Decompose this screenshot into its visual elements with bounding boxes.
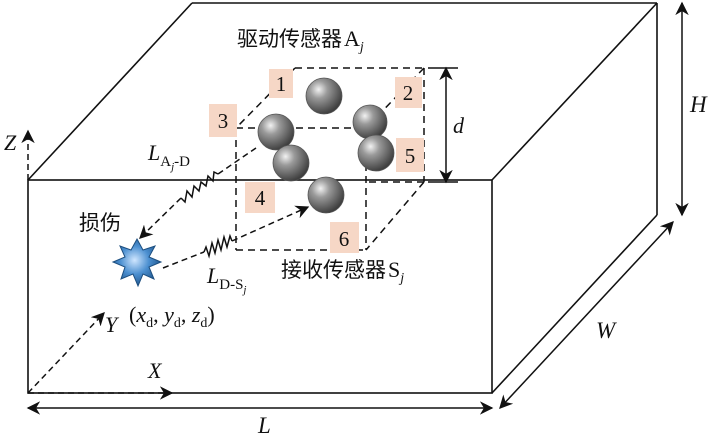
sensor-number-2: 2	[395, 77, 422, 108]
svg-text:5: 5	[405, 144, 416, 168]
plate-bottom-right-edge	[491, 214, 658, 394]
sensor-number-4: 4	[245, 182, 275, 213]
sensor-spheres	[257, 77, 395, 214]
plate-front-face	[27, 179, 493, 394]
svg-text:1: 1	[276, 72, 287, 96]
wave-path-damage-to-receiver	[162, 205, 310, 269]
damage-label: 损伤	[79, 211, 121, 235]
sensor-sphere	[352, 104, 388, 140]
x-axis-label: X	[147, 358, 163, 383]
sensor-sphere	[305, 77, 343, 115]
y-axis-label: Y	[105, 312, 120, 337]
height-label: H	[689, 92, 708, 117]
svg-text:6: 6	[339, 227, 350, 251]
sensor-number-3: 3	[209, 104, 237, 137]
y-axis-arrow	[27, 312, 105, 394]
plate-top-right-edge	[491, 2, 658, 181]
svg-text:4: 4	[255, 186, 266, 210]
damage-coordinates: (xd, yd, zd)	[129, 302, 215, 331]
damage-star-icon	[111, 237, 163, 288]
dimension-arrows	[26, 1, 689, 415]
path-ad-label: LAj-D	[147, 140, 190, 173]
z-axis-label: Z	[4, 130, 17, 155]
svg-text:2: 2	[403, 81, 414, 105]
plate-top-left-edge	[27, 2, 193, 181]
sensor-number-1: 1	[269, 69, 293, 98]
sensor-sphere	[307, 176, 345, 214]
wave-path-actuator-to-damage	[139, 147, 257, 239]
sensor-sphere	[272, 144, 310, 182]
path-ds-label: LD-Sj	[206, 263, 246, 296]
sensor-numbers: 1 2 3 4 5 6	[209, 69, 424, 253]
svg-text:3: 3	[218, 109, 229, 133]
receive-sensor-label: 接收传感器Sj	[281, 257, 404, 286]
sensor-number-5: 5	[396, 138, 424, 172]
width-label: W	[596, 318, 617, 343]
drive-sensor-label: 驱动传感器Aj	[237, 26, 364, 55]
sensor-number-6: 6	[330, 222, 359, 253]
length-label: L	[257, 413, 271, 437]
axes	[21, 129, 174, 400]
sensor-sphere	[257, 113, 295, 151]
width-dimension	[499, 221, 674, 409]
spacing-label: d	[453, 113, 465, 138]
sensor-sphere	[357, 134, 395, 172]
